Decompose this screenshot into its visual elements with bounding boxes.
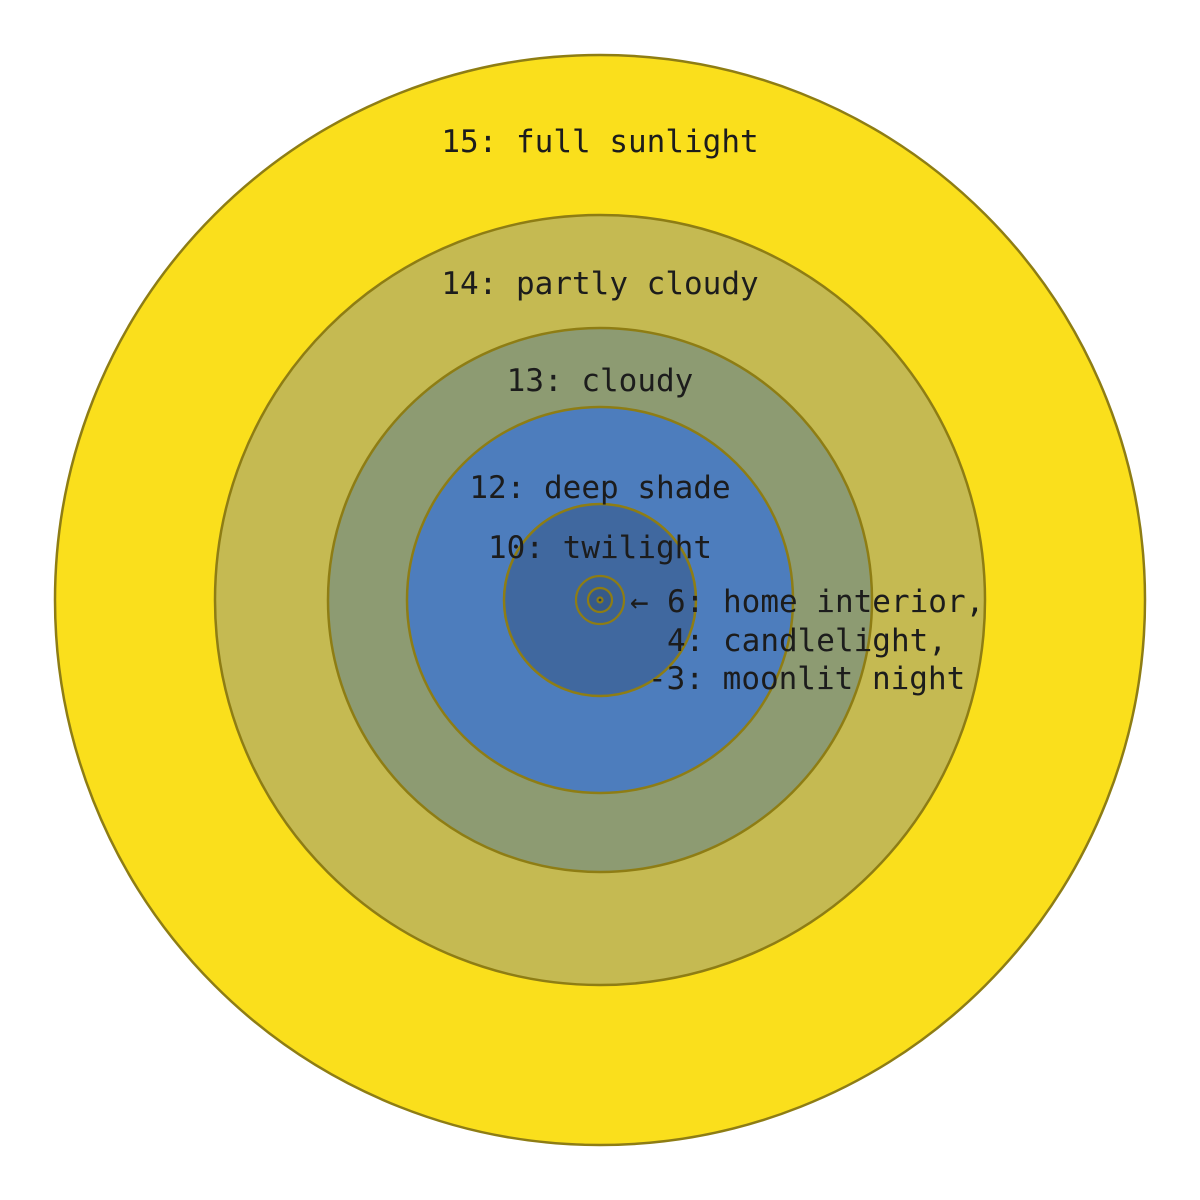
annotation-line-candlelight: 4: candlelight, bbox=[667, 623, 947, 659]
center-annotation: ← 6: home interior, 4: candlelight, -3: … bbox=[630, 584, 984, 697]
circle-moonlit-night bbox=[596, 596, 604, 604]
label-full-sunlight: 15: full sunlight bbox=[441, 124, 758, 160]
label-deep-shade: 12: deep shade bbox=[469, 470, 730, 506]
annotation-line-home-interior: 6: home interior, bbox=[667, 584, 984, 620]
label-partly-cloudy: 14: partly cloudy bbox=[441, 266, 758, 302]
annotation-line-moonlit-night: -3: moonlit night bbox=[648, 661, 965, 697]
label-cloudy: 13: cloudy bbox=[507, 363, 694, 399]
left-arrow-icon: ← bbox=[630, 584, 649, 620]
label-twilight: 10: twilight bbox=[488, 530, 712, 566]
